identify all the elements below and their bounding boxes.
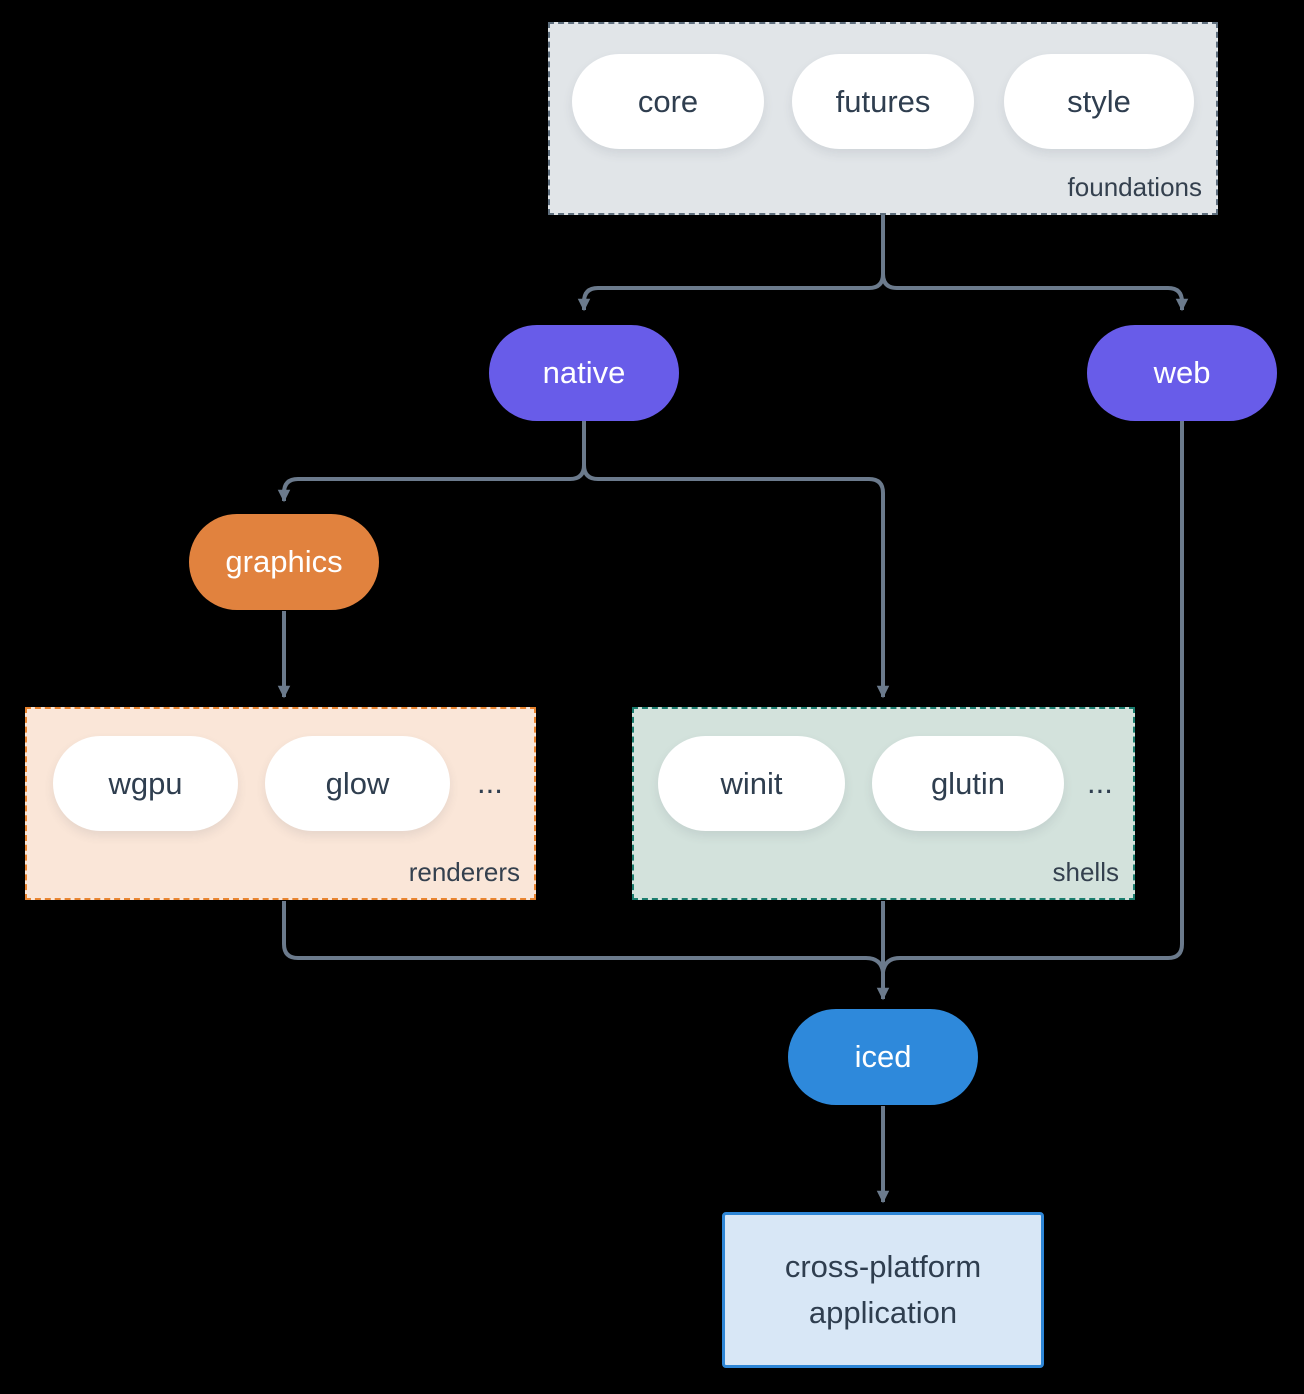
- node-graphics: graphics: [189, 514, 379, 610]
- edge-web-iced: [881, 421, 1184, 973]
- node-web: web: [1087, 325, 1277, 421]
- pill-glutin: glutin: [872, 736, 1064, 831]
- pill-winit: winit: [658, 736, 845, 831]
- node-native: native: [489, 325, 679, 421]
- shells-group: winit glutin ... shells: [632, 707, 1135, 900]
- shells-label: shells: [1052, 857, 1119, 887]
- pill-futures: futures: [792, 54, 974, 149]
- application-label-line1: cross-platform: [784, 1249, 982, 1284]
- foundations-label: foundations: [1067, 172, 1202, 202]
- pill-glow: glow: [265, 736, 450, 831]
- node-iced: iced: [788, 1009, 978, 1105]
- edge-renderers-iced: [282, 901, 885, 973]
- application-label-line2: application: [808, 1295, 958, 1330]
- edge-native-shells: [582, 421, 890, 699]
- edge-native-graphics: [277, 421, 586, 503]
- edge-foundations-native: [577, 215, 885, 312]
- pill-wgpu: wgpu: [53, 736, 238, 831]
- edge-foundations-web: [881, 215, 1189, 312]
- shells-ellipsis: ...: [1087, 765, 1113, 800]
- foundations-group: core futures style foundations: [548, 22, 1218, 215]
- renderers-ellipsis: ...: [477, 765, 503, 800]
- application-box: cross-platform application: [722, 1212, 1044, 1368]
- pill-style: style: [1004, 54, 1194, 149]
- renderers-label: renderers: [408, 857, 520, 887]
- pill-core: core: [572, 54, 764, 149]
- renderers-group: wgpu glow ... renderers: [25, 707, 536, 900]
